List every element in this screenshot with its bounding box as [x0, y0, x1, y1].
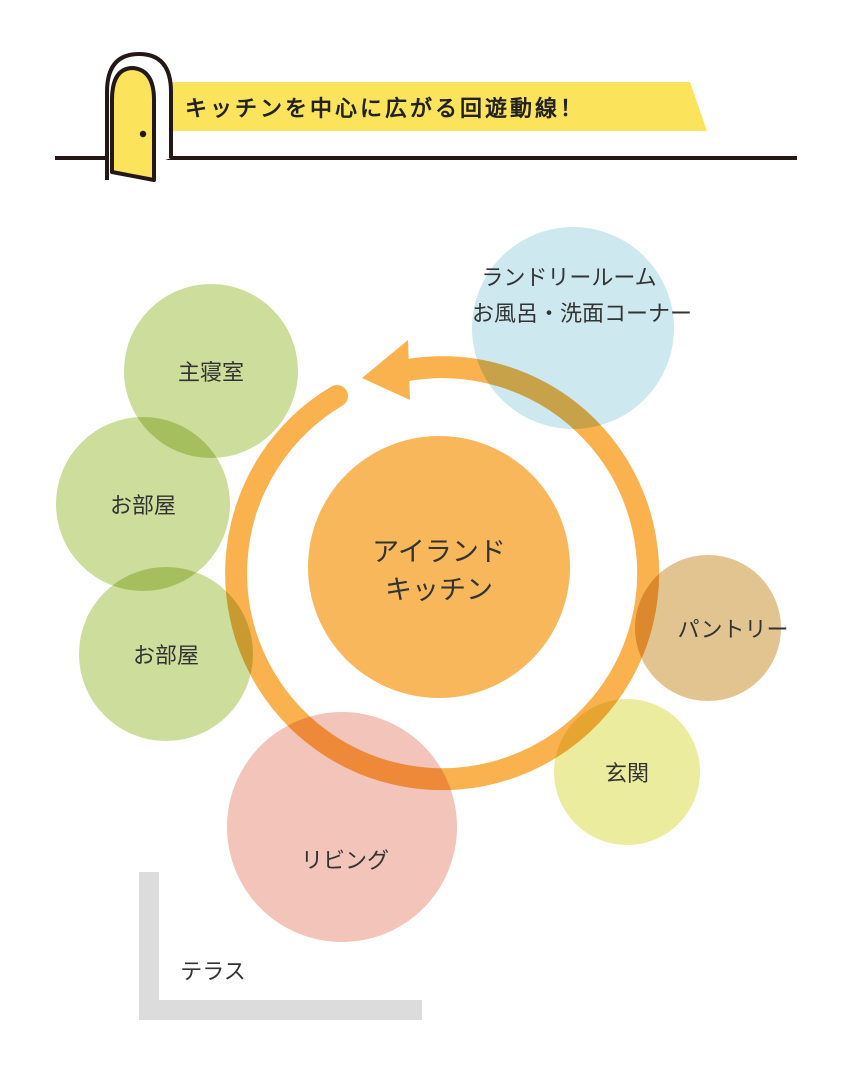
living-label: リビング: [301, 849, 389, 874]
room-zone-2: [79, 567, 253, 741]
kitchen-label-line1: アイランド: [372, 537, 506, 568]
kitchen-label-line2: キッチン: [385, 575, 493, 606]
entrance-zone: [554, 699, 700, 845]
master-bedroom-zone: [124, 284, 298, 458]
room-zone-1: [56, 417, 230, 591]
title-band: [148, 82, 707, 131]
entrance-label: 玄関: [605, 762, 649, 787]
room-label-2: お部屋: [133, 644, 199, 669]
master-bedroom-label: 主寝室: [178, 361, 244, 386]
pantry-zone: [635, 555, 781, 701]
page-title: キッチンを中心に広がる回遊動線！: [185, 96, 585, 122]
loop-ring: [225, 356, 660, 791]
pantry-label: パントリー: [677, 618, 788, 643]
terrace-wall: [139, 872, 422, 1020]
terrace-label: テラス: [180, 960, 246, 985]
laundry-label-line2: お風呂・洗面コーナー: [472, 302, 692, 327]
door-icon: [105, 52, 173, 182]
room-label-1: お部屋: [110, 494, 176, 519]
laundry-label-line1: ランドリールーム: [481, 266, 656, 291]
laundry-bath-zone: [472, 227, 674, 429]
loop-arrowhead: [362, 340, 410, 400]
circulation-loop: [225, 340, 660, 791]
kitchen-zone: [308, 436, 570, 698]
header: キッチンを中心に広がる回遊動線！: [55, 52, 797, 182]
